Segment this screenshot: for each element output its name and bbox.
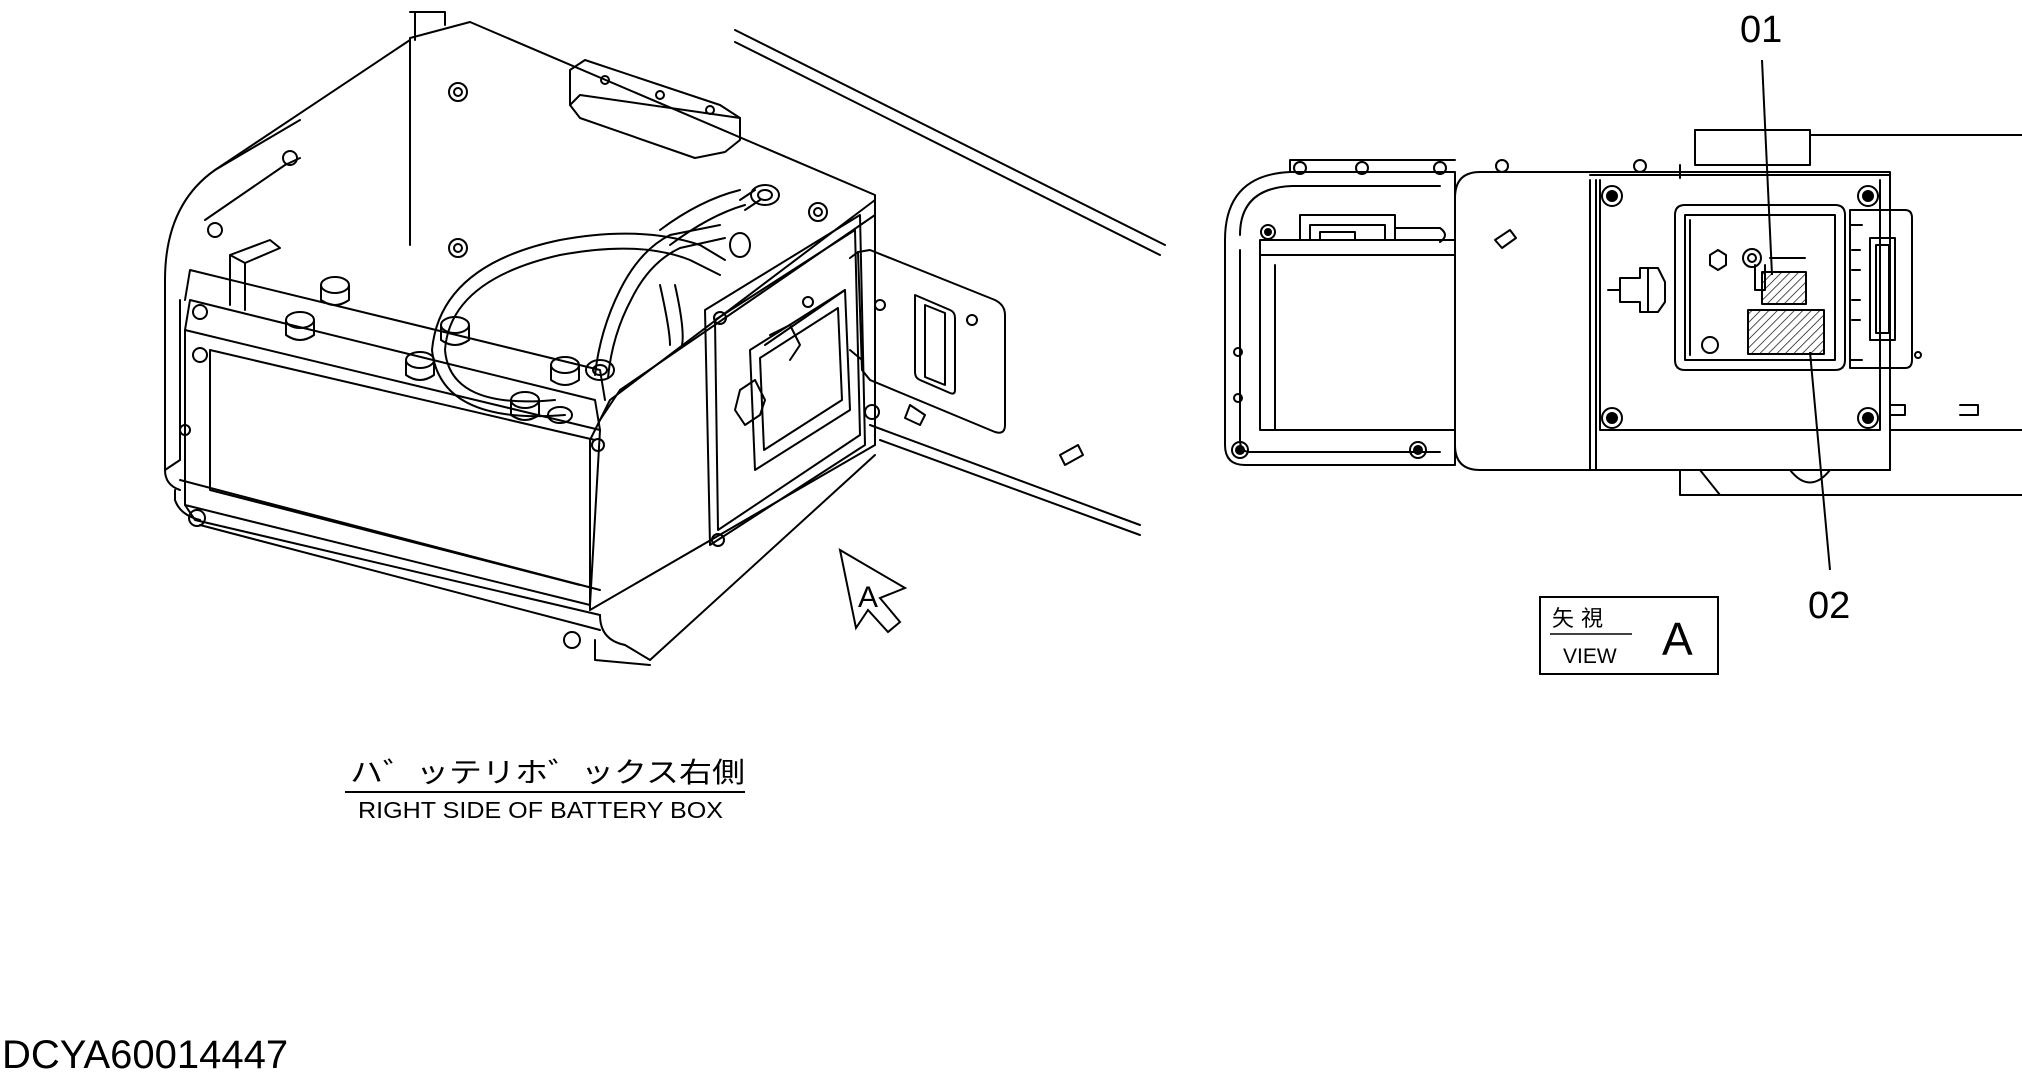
view-a-label-box: 矢 視 VIEW A	[1539, 596, 1719, 675]
view-label-japanese: 矢 視	[1552, 607, 1603, 632]
callout-02: 02	[1808, 585, 1850, 627]
drawing-number: DCYA60014447	[2, 1033, 288, 1077]
battery-cable	[444, 247, 721, 403]
view-a-bolts	[1231, 159, 1979, 459]
side-cover	[1849, 209, 1913, 369]
view-label-english: VIEW	[1563, 645, 1617, 668]
view-arrow-a: A	[838, 548, 908, 634]
bolts	[179, 82, 1084, 649]
view-arrow-letter: A	[858, 581, 878, 614]
caption-english: RIGHT SIDE OF BATTERY BOX	[358, 797, 723, 823]
panel-window	[749, 289, 851, 471]
callout-leaders	[1761, 59, 1831, 571]
top-clamp-plate	[569, 59, 741, 159]
cover-slot	[914, 294, 956, 395]
open-cover-plate	[857, 249, 1006, 434]
view-label-letter: A	[1662, 613, 1693, 665]
inner-window	[1674, 204, 1846, 371]
view-a-drawing	[1224, 129, 2022, 496]
box-side-outline	[1224, 171, 1456, 466]
battery-box-isometric-view	[164, 11, 1166, 666]
label-01-area	[1761, 271, 1807, 305]
label-02-area	[1747, 309, 1825, 355]
caption-japanese: ハ゛ッテリホ゛ックス右側	[350, 756, 745, 789]
caption-block: ハ゛ッテリホ゛ックス右側 RIGHT SIDE OF BATTERY BOX	[345, 756, 745, 823]
access-panel	[704, 214, 866, 546]
front-plate	[1454, 171, 1891, 471]
callout-01: 01	[1740, 9, 1782, 51]
